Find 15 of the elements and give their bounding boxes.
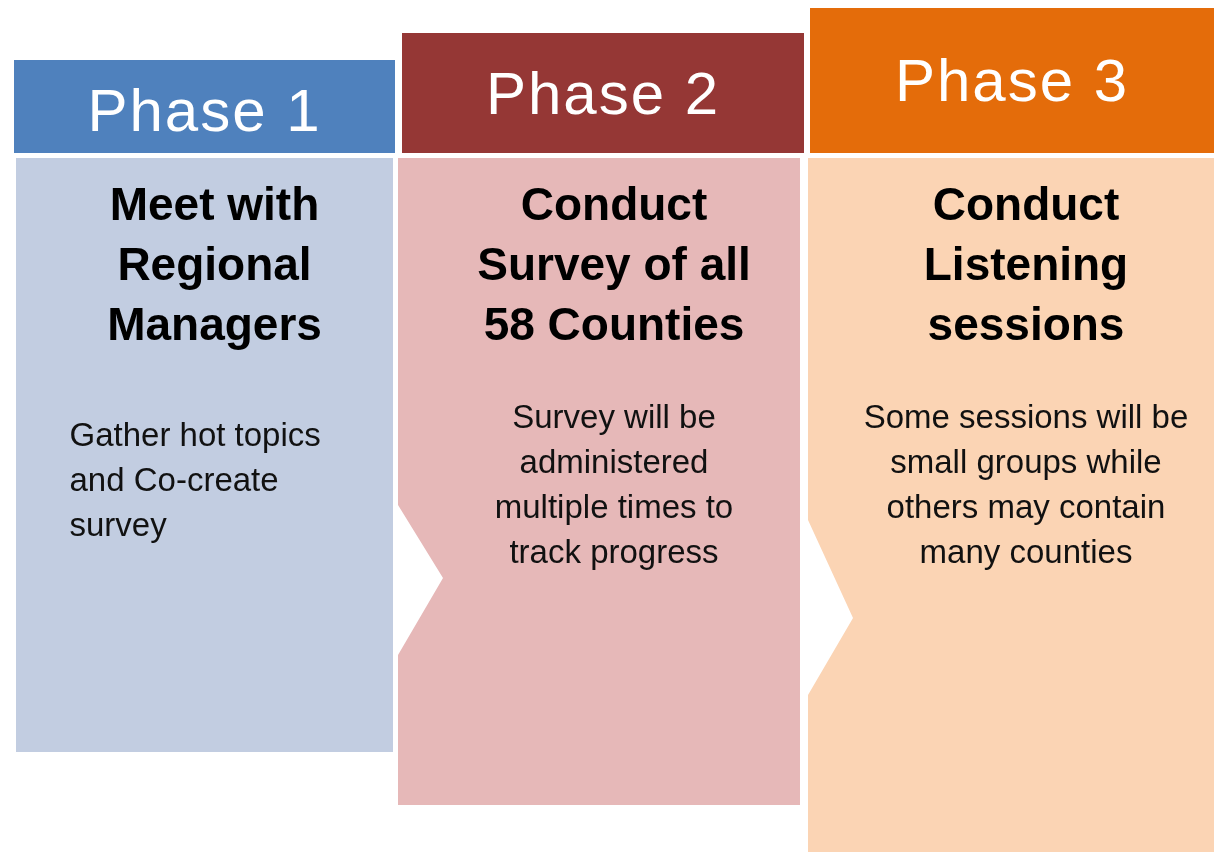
- phase-header: [402, 33, 804, 153]
- phase-title: Phase 2: [485, 58, 721, 128]
- phase-title: Phase 1: [87, 76, 322, 145]
- phase-panel: [808, 158, 1214, 852]
- phase-panel: [16, 158, 393, 752]
- phase-description: Survey will be administered multiple times to track progress: [493, 397, 735, 572]
- phase-heading: Conduct Listening sessions: [922, 177, 1130, 352]
- phase-header: [14, 60, 395, 153]
- phase-title: Phase 3: [894, 46, 1130, 115]
- phase-description: Gather hot topics and Co-create survey: [69, 415, 322, 545]
- phase-header: [810, 8, 1214, 153]
- phase-panel: [398, 158, 800, 805]
- phase-heading: Conduct Survey of all 58 Counties: [476, 177, 752, 352]
- phase-description: Some sessions will be small groups while others may contain many counties: [862, 397, 1190, 572]
- phase-heading: Meet with Regional Managers: [106, 177, 323, 352]
